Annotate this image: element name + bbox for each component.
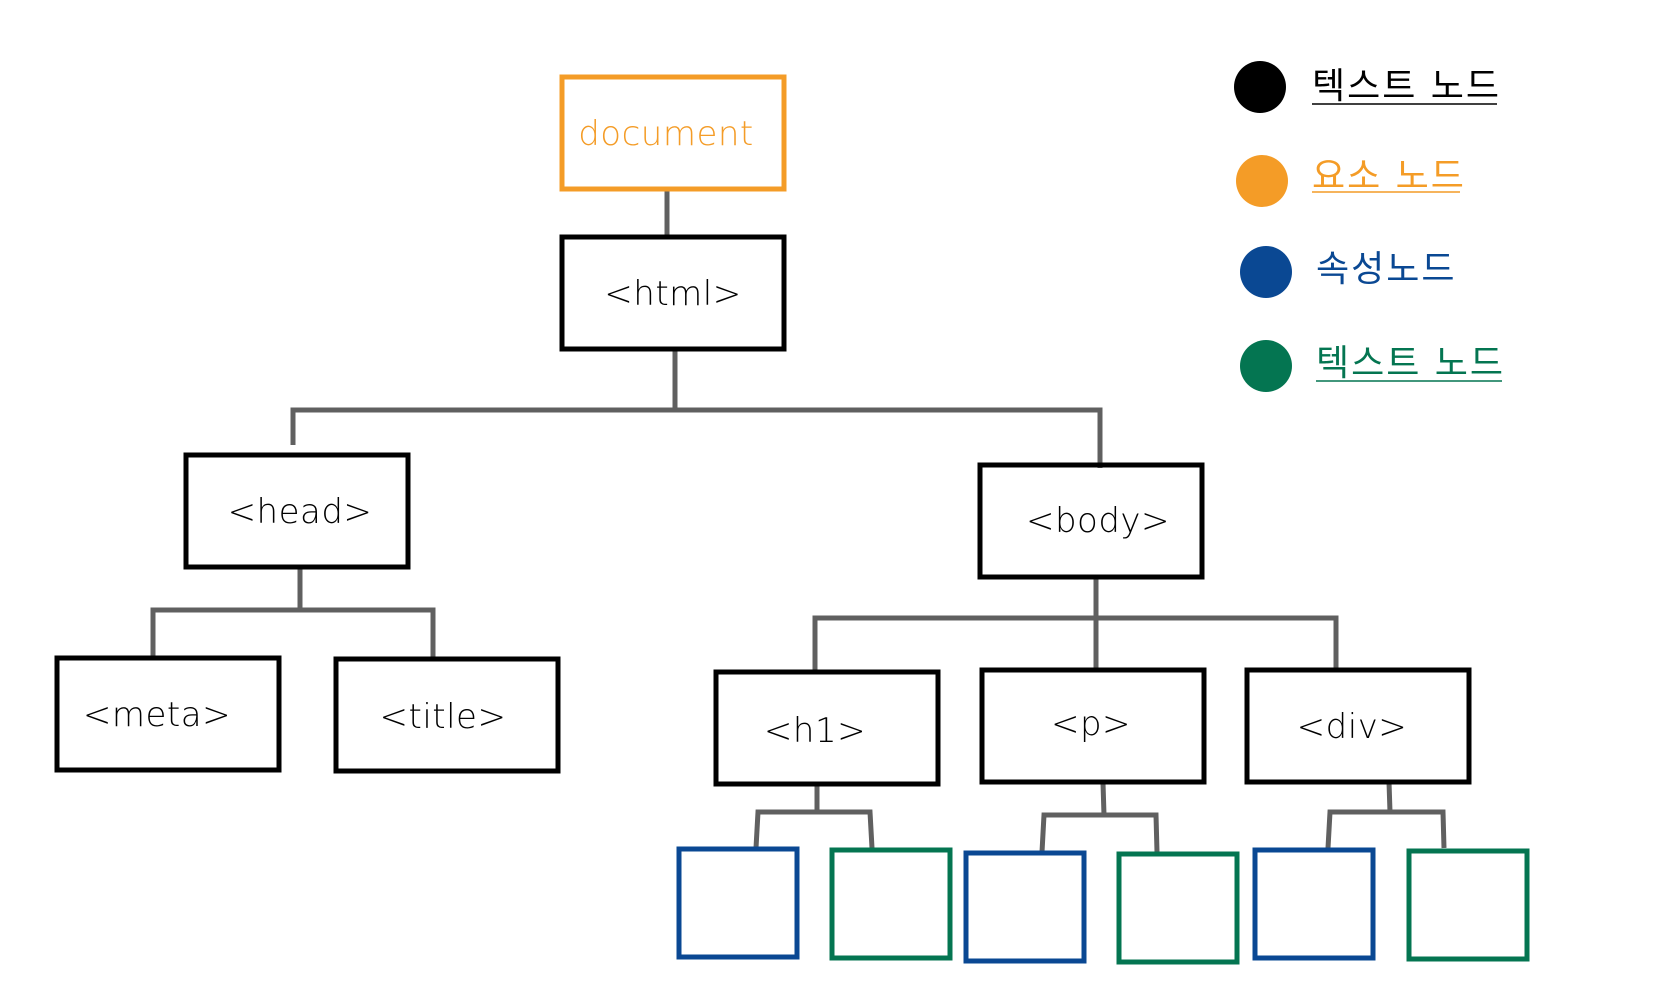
html-node-box xyxy=(559,234,787,352)
meta-node-box xyxy=(54,655,282,773)
p-node-box xyxy=(979,667,1207,785)
legend-label-3: 텍스트 노드 xyxy=(1316,343,1505,384)
legend-swatch-orange xyxy=(1236,155,1288,207)
p-node: <p> xyxy=(979,667,1207,785)
meta-node-label: <meta> xyxy=(83,695,231,735)
connector-div-children xyxy=(1325,781,1447,849)
connector-p-children xyxy=(1039,782,1160,853)
p-node-label: <p> xyxy=(1051,704,1131,744)
legend-item-attribute-node: 속성노드 xyxy=(1240,246,1456,298)
h1-node-box xyxy=(713,669,941,787)
h1-node: <h1> xyxy=(713,669,941,787)
head-node: <head> xyxy=(183,452,411,570)
connector-body-children xyxy=(812,578,1339,672)
connector-head-children xyxy=(150,568,436,660)
legend-swatch-black xyxy=(1234,61,1286,113)
legend-item-text-node-black: 텍스트 노드 xyxy=(1234,61,1501,113)
title-node-label: <title> xyxy=(380,697,507,737)
connectors xyxy=(150,188,1447,853)
legend-label-0: 텍스트 노드 xyxy=(1312,66,1501,107)
legend: 텍스트 노드 요소 노드 속성노드 텍스트 노드 xyxy=(1234,61,1505,392)
div-node-box xyxy=(1244,667,1472,785)
html-node: <html> xyxy=(559,234,787,352)
legend-label-1: 요소 노드 xyxy=(1312,156,1466,197)
html-node-label: <html> xyxy=(604,274,741,314)
connector-html-children xyxy=(290,350,1103,468)
p-text-node xyxy=(1116,851,1240,965)
document-node-box xyxy=(559,74,787,192)
h1-node-label: <h1> xyxy=(764,711,866,751)
document-node-label: document xyxy=(578,114,754,154)
div-node: <div> xyxy=(1244,667,1472,785)
legend-swatch-blue xyxy=(1240,246,1292,298)
div-text-node xyxy=(1406,848,1530,962)
legend-swatch-green xyxy=(1240,340,1292,392)
legend-item-element-node: 요소 노드 xyxy=(1236,155,1466,207)
div-attribute-node xyxy=(1252,847,1376,961)
legend-label-2: 속성노드 xyxy=(1316,249,1456,290)
body-node: <body> xyxy=(977,462,1205,580)
head-node-label: <head> xyxy=(228,492,373,532)
meta-node: <meta> xyxy=(54,655,282,773)
h1-attribute-node xyxy=(676,846,800,960)
leaf-nodes xyxy=(676,846,1530,965)
h1-text-node xyxy=(829,847,953,961)
title-node-box xyxy=(333,656,561,774)
div-node-label: <div> xyxy=(1297,707,1408,747)
title-node: <title> xyxy=(333,656,561,774)
connector-h1-children xyxy=(753,785,875,849)
head-node-box xyxy=(183,452,411,570)
body-node-label: <body> xyxy=(1026,501,1170,541)
legend-item-text-node-green: 텍스트 노드 xyxy=(1240,340,1505,392)
document-node: document xyxy=(559,74,787,192)
p-attribute-node xyxy=(963,850,1087,964)
body-node-box xyxy=(977,462,1205,580)
